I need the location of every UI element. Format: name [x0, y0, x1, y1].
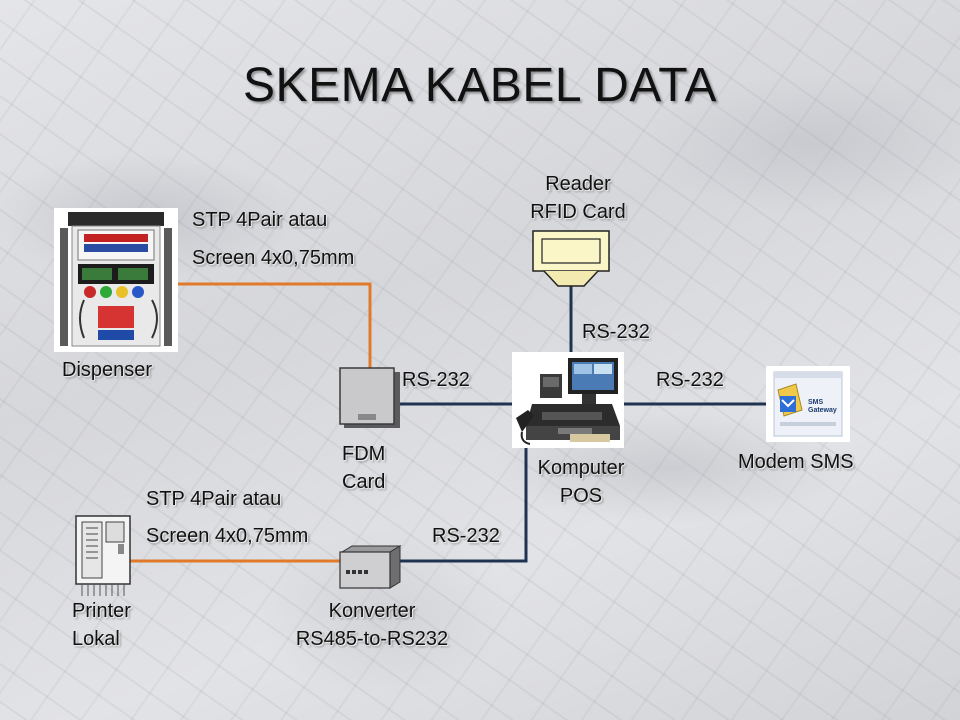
printer-image: [74, 514, 132, 603]
cable-converter-pos: [400, 448, 528, 563]
rs232-label-rfid-pos: RS-232: [582, 321, 650, 343]
pos-label-line1: Komputer: [537, 457, 625, 479]
dispenser-label: Dispenser: [62, 359, 153, 381]
modem-label: Modem SMS: [738, 451, 854, 473]
fdm-label-line1: FDM: [342, 443, 386, 465]
bottom-cable-spec-line1: STP 4Pair atau: [146, 488, 282, 510]
converter-label-line1: Konverter: [328, 600, 416, 622]
cable-dispenser-fdm: [178, 282, 372, 368]
rs232-label-fdm-pos: RS-232: [402, 369, 470, 391]
modem-screen-text-2: Gateway: [808, 407, 837, 414]
rfid-reader-device: [532, 230, 610, 293]
printer-label-line1: Printer: [72, 600, 131, 622]
page-title: SKEMA KABEL DATA: [243, 59, 717, 112]
modem-screen-text-1: SMS: [808, 399, 824, 406]
printer-label-line2: Lokal: [72, 628, 120, 650]
converter-label-line2: RS485-to-RS232: [295, 628, 449, 650]
dispenser-image: [54, 208, 178, 357]
rfid-label-line1: Reader: [545, 173, 611, 195]
fdm-label-line2: Card: [342, 471, 386, 493]
fdm-card-device: [338, 366, 402, 435]
pos-label-line2: POS: [559, 485, 603, 507]
sms-modem-image: SMS Gateway: [766, 366, 850, 447]
bottom-cable-spec-line2: Screen 4x0,75mm: [146, 525, 309, 547]
rs232-label-pos-modem: RS-232: [656, 369, 724, 391]
pos-computer-image: [512, 352, 624, 453]
rfid-label-line2: RFID Card: [530, 201, 626, 223]
converter-device: [338, 544, 402, 597]
top-cable-spec-line1: STP 4Pair atau: [192, 209, 328, 231]
rs232-label-converter-pos: RS-232: [432, 525, 500, 547]
top-cable-spec-line2: Screen 4x0,75mm: [192, 247, 355, 269]
